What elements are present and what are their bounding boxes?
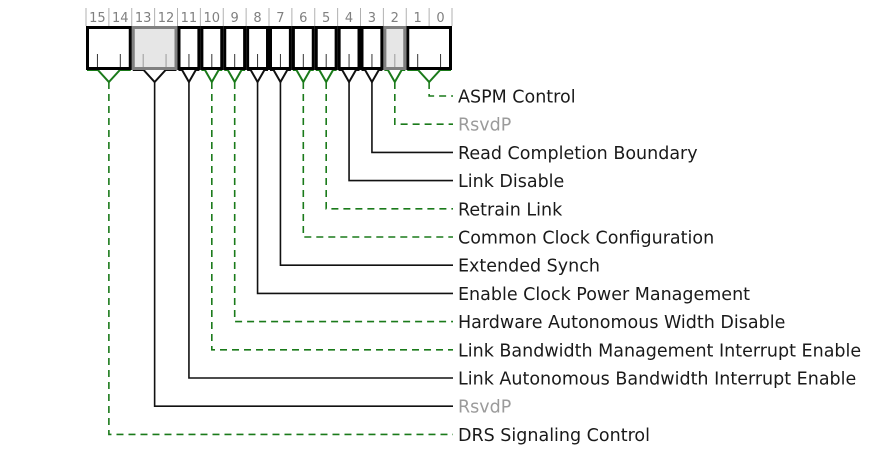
bit-cell [291, 26, 315, 70]
leader-line [325, 82, 453, 210]
bit-cell [200, 26, 224, 70]
leader-line [279, 82, 453, 266]
bit-cell [246, 26, 270, 70]
bit-number-1: 1 [414, 11, 422, 26]
bit-number-4: 4 [345, 11, 353, 26]
bit-number-5: 5 [322, 11, 330, 26]
field-label-read-completion-boundary: Read Completion Boundary [458, 144, 698, 164]
field-label-enable-clock-power-management: Enable Clock Power Management [458, 285, 750, 305]
bit-number-13: 13 [135, 11, 152, 26]
field-label-drs-signaling-control: DRS Signaling Control [458, 426, 650, 446]
leader-line [233, 82, 453, 323]
leader-line [153, 82, 453, 407]
bit-cell-reserved [131, 26, 178, 70]
leader-line [108, 82, 453, 436]
bit-number-9: 9 [231, 11, 239, 26]
field-label-link-autonomous-bandwidth-interrupt-enable: Link Autonomous Bandwidth Interrupt Enab… [458, 370, 856, 390]
field-label-hardware-autonomous-width-disable: Hardware Autonomous Width Disable [458, 313, 785, 333]
bit-number-11: 11 [181, 11, 198, 26]
leader-line [371, 82, 453, 154]
field-label-link-disable: Link Disable [458, 172, 564, 192]
field-label-rsvdp: RsvdP [458, 398, 511, 418]
bit-number-12: 12 [158, 11, 175, 26]
leader-line [428, 82, 453, 97]
bit-number-2: 2 [391, 11, 399, 26]
bit-cell [223, 26, 247, 70]
bit-cell [406, 26, 452, 70]
leader-line [348, 82, 453, 182]
leader-line [188, 82, 453, 379]
bit-number-8: 8 [253, 11, 261, 26]
bit-number-7: 7 [276, 11, 284, 26]
bit-number-15: 15 [89, 11, 106, 26]
leader-line [211, 82, 453, 351]
bit-number-14: 14 [112, 11, 129, 26]
field-label-common-clock-configuration: Common Clock Configuration [458, 229, 714, 249]
bit-cell [314, 26, 338, 70]
bit-cell-reserved [383, 26, 407, 70]
bit-number-0: 0 [436, 11, 444, 26]
field-label-link-bandwidth-management-interrupt-enable: Link Bandwidth Management Interrupt Enab… [458, 341, 861, 361]
field-label-rsvdp: RsvdP [458, 116, 511, 136]
bit-cells-group [86, 26, 452, 70]
bit-number-6: 6 [299, 11, 307, 26]
bit-number-3: 3 [368, 11, 376, 26]
bit-number-10: 10 [204, 11, 221, 26]
bit-cell [269, 26, 292, 70]
field-label-aspm-control: ASPM Control [458, 88, 576, 108]
bit-cell [86, 26, 132, 70]
field-label-retrain-link: Retrain Link [458, 200, 563, 220]
bit-cell [360, 26, 384, 70]
bit-cell [177, 26, 201, 70]
leader-line [256, 82, 453, 295]
leader-line [394, 82, 453, 125]
bit-cell [337, 26, 361, 70]
field-label-extended-synch: Extended Synch [458, 257, 600, 277]
leader-line [302, 82, 453, 238]
